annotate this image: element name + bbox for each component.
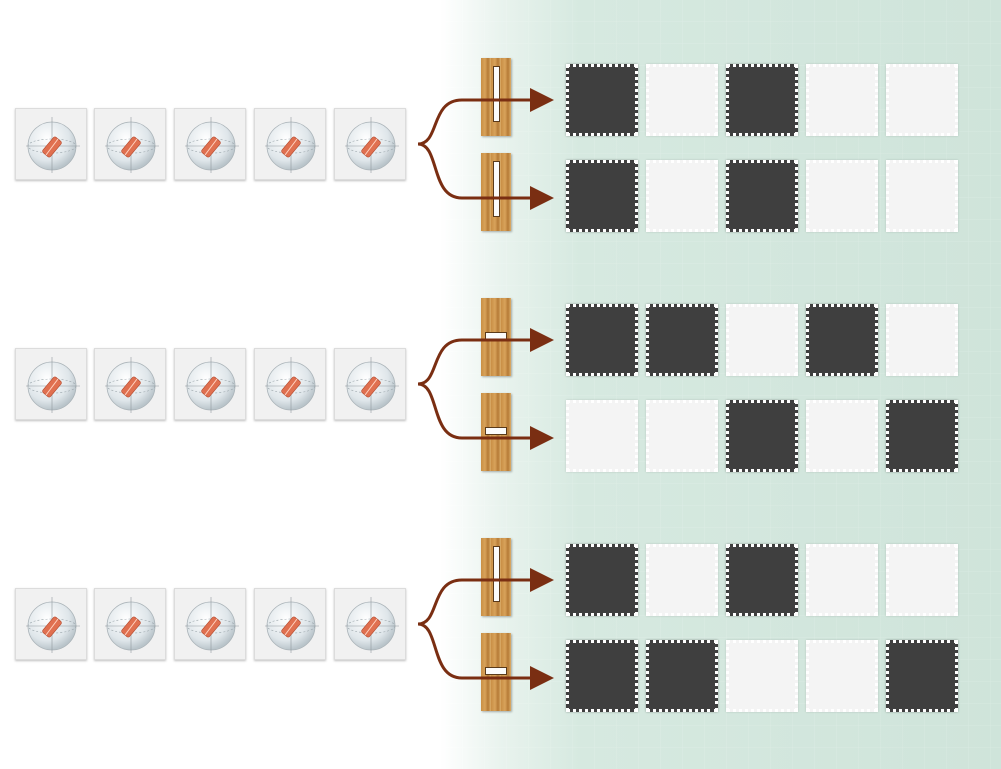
detection-cell-light [646, 64, 718, 136]
measurement-group-2 [0, 298, 1001, 478]
detection-cell-light [806, 640, 878, 712]
detection-cell-dark [726, 160, 798, 232]
measurement-group-3 [0, 538, 1001, 718]
detection-cell-dark [566, 640, 638, 712]
detection-cell-light [646, 400, 718, 472]
beam-split-arrows [417, 568, 554, 690]
detection-cell-light [886, 64, 958, 136]
photon-tile [334, 108, 406, 180]
beam-split-arrows [417, 88, 554, 210]
detection-cell-light [566, 400, 638, 472]
polarization-sphere-icon [26, 597, 80, 653]
detection-cell-dark [566, 304, 638, 376]
detection-cell-dark [646, 640, 718, 712]
beam-lower-arrow [417, 142, 554, 210]
photon-tile [254, 108, 326, 180]
detection-cell-dark [806, 304, 878, 376]
polarization-sphere-icon [265, 597, 319, 653]
detection-cell-light [806, 64, 878, 136]
polarization-sphere-icon [26, 117, 80, 173]
detection-cell-dark [886, 640, 958, 712]
photon-tile [94, 348, 166, 420]
polarization-sphere-icon [105, 597, 159, 653]
polarization-sphere-icon [105, 357, 159, 413]
polarization-sphere-icon [265, 117, 319, 173]
beam-lower-arrow [417, 382, 554, 450]
photon-tile [15, 348, 87, 420]
beam-upper-arrow [417, 328, 554, 386]
photon-tile [334, 588, 406, 660]
photon-tile [254, 348, 326, 420]
wooden-detector-plate [481, 153, 511, 231]
photon-tile [254, 588, 326, 660]
wooden-detector-plate [481, 298, 511, 376]
wooden-detector-plate [481, 58, 511, 136]
polarization-sphere-icon [345, 357, 399, 413]
wooden-detector-plate [481, 538, 511, 616]
beam-upper-arrow [417, 88, 554, 146]
horizontal-slit [485, 427, 507, 435]
detection-cell-light [806, 544, 878, 616]
detection-cell-light [646, 544, 718, 616]
vertical-slit [493, 161, 500, 217]
polarization-sphere-icon [185, 117, 239, 173]
detection-cell-dark [566, 160, 638, 232]
photon-tile [94, 108, 166, 180]
polarization-sphere-icon [185, 357, 239, 413]
polarization-sphere-icon [105, 117, 159, 173]
measurement-group-1 [0, 58, 1001, 238]
detection-cell-light [886, 160, 958, 232]
vertical-slit [493, 66, 500, 122]
polarization-sphere-icon [185, 597, 239, 653]
photon-tile [174, 108, 246, 180]
photon-tile [15, 588, 87, 660]
detection-cell-light [886, 544, 958, 616]
polarization-sphere-icon [345, 117, 399, 173]
photon-tile [94, 588, 166, 660]
polarization-sphere-icon [26, 357, 80, 413]
wooden-detector-plate [481, 633, 511, 711]
beam-upper-arrow [417, 568, 554, 626]
detection-cell-dark [886, 400, 958, 472]
horizontal-slit [485, 667, 507, 675]
photon-tile [174, 348, 246, 420]
photon-tile [334, 348, 406, 420]
detection-cell-dark [646, 304, 718, 376]
detection-cell-dark [566, 544, 638, 616]
detection-cell-light [806, 160, 878, 232]
polarization-sphere-icon [345, 597, 399, 653]
vertical-slit [493, 546, 500, 602]
detection-cell-light [726, 304, 798, 376]
detection-cell-dark [726, 400, 798, 472]
detection-cell-dark [726, 64, 798, 136]
beam-lower-arrow [417, 622, 554, 690]
detection-cell-light [726, 640, 798, 712]
detection-cell-dark [566, 64, 638, 136]
beam-split-arrows [417, 328, 554, 450]
detection-cell-light [806, 400, 878, 472]
photon-tile [174, 588, 246, 660]
detection-cell-light [886, 304, 958, 376]
photon-tile [15, 108, 87, 180]
detection-cell-dark [726, 544, 798, 616]
detection-cell-light [646, 160, 718, 232]
wooden-detector-plate [481, 393, 511, 471]
polarization-sphere-icon [265, 357, 319, 413]
